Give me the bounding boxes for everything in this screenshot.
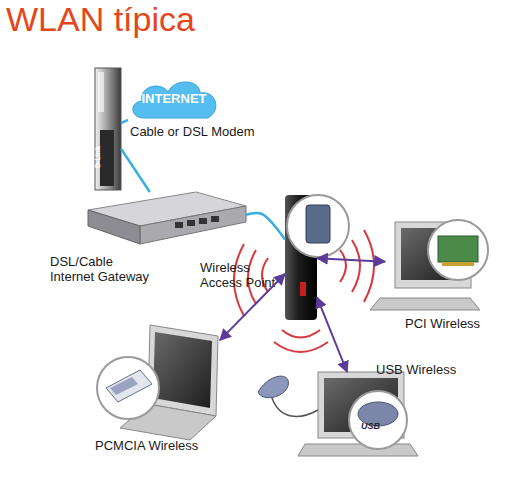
access-point-led <box>300 282 306 296</box>
keyboard <box>298 444 418 456</box>
device-label: PCMCIA Wireless <box>95 438 225 453</box>
laptop-lid <box>148 325 218 416</box>
keyboard <box>370 298 480 310</box>
gateway-ports <box>175 216 219 228</box>
usb-cable <box>272 398 318 416</box>
inset-circle <box>428 220 488 280</box>
wireless-link <box>317 297 347 372</box>
internet-cloud: INTERNET <box>128 78 220 120</box>
device-label: PCI Wireless <box>405 316 505 331</box>
network-cable <box>121 120 128 123</box>
modem-tower <box>95 68 121 190</box>
screen <box>153 332 212 408</box>
wireless-link <box>317 258 385 261</box>
wave <box>274 342 328 352</box>
wave <box>364 230 374 302</box>
device-label: USB Wireless <box>376 362 476 377</box>
pcmcia-label <box>110 377 138 395</box>
inset-circle <box>349 391 407 449</box>
wave <box>352 240 360 292</box>
gateway-front <box>140 206 246 244</box>
cloud-label: INTERNET <box>128 91 220 106</box>
wave <box>282 330 320 338</box>
device-box: Cable or DSL Modem <box>95 68 121 190</box>
port <box>199 218 207 224</box>
usb-mark: USB <box>361 421 380 431</box>
port <box>187 220 195 226</box>
device-label: Wireless Access Point <box>200 260 282 290</box>
pcmcia-card <box>106 370 152 402</box>
modem-panel <box>100 130 114 186</box>
device-label: Cable or DSL Modem <box>130 124 290 139</box>
wave <box>340 250 346 282</box>
usb-adapter <box>258 376 288 398</box>
modem-highlight <box>98 72 104 112</box>
device-box: USB Wireless <box>318 372 410 456</box>
device-box: Wireless Access Point <box>285 195 317 320</box>
network-cable <box>121 149 150 192</box>
wireless-link <box>220 274 285 340</box>
port <box>175 222 183 228</box>
inset-circle <box>97 357 159 419</box>
access-point-device <box>306 205 330 243</box>
gateway-side <box>88 210 140 244</box>
device-box: PCMCIA Wireless <box>140 322 220 440</box>
device-box: PCI Wireless <box>385 218 481 310</box>
device-box: DSL/Cable Internet Gateway <box>88 192 246 244</box>
device-label: DSL/Cable Internet Gateway <box>50 254 156 284</box>
inset-circle <box>287 195 349 257</box>
page-title: WLAN típica <box>6 0 195 39</box>
pci-card <box>438 236 478 262</box>
network-cable <box>246 213 285 239</box>
port <box>211 216 219 222</box>
brand-mark: D-Link <box>94 146 101 168</box>
pci-contacts <box>442 262 474 266</box>
